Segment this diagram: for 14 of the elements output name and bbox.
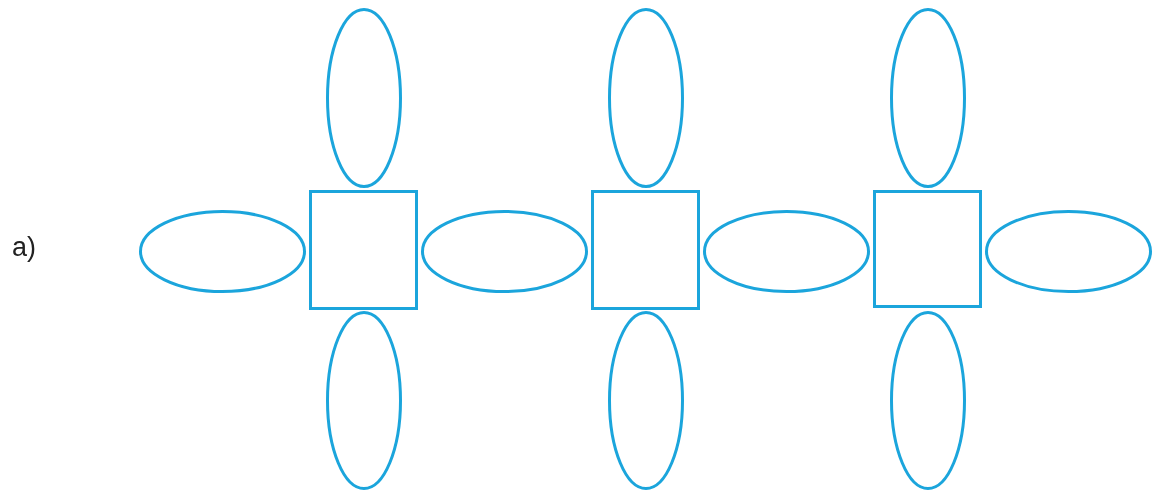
ellipse-shape	[326, 8, 402, 188]
ellipse-shape	[608, 8, 684, 188]
ellipse-shape	[890, 8, 966, 188]
ellipse-shape	[890, 311, 966, 490]
square-shape	[591, 190, 700, 310]
square-shape	[309, 190, 418, 310]
ellipse-shape	[703, 210, 870, 293]
ellipse-shape	[985, 210, 1152, 293]
ellipse-shape	[421, 210, 588, 293]
square-shape	[873, 190, 982, 308]
ellipse-shape	[608, 311, 684, 490]
ellipse-shape	[139, 210, 306, 293]
ellipse-shape	[326, 311, 402, 490]
panel-label: a)	[12, 232, 36, 263]
